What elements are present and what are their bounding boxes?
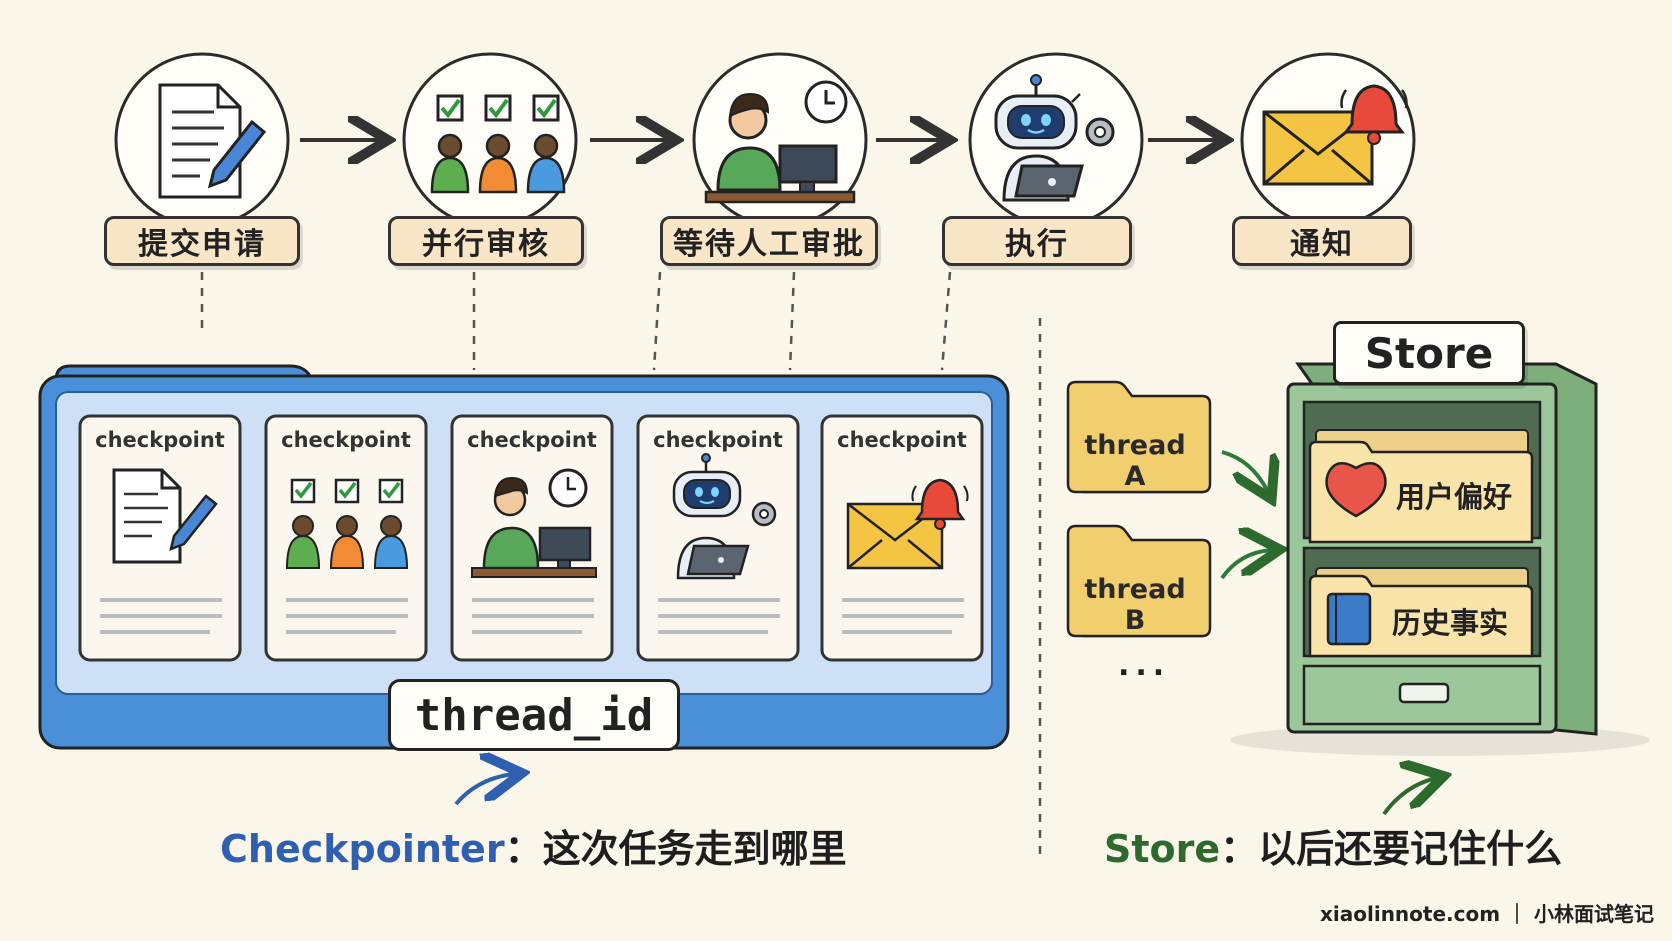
- step-circle-submit: [114, 52, 290, 228]
- person-computer-clock-icon: [704, 80, 856, 204]
- step-circle-execute: [968, 52, 1144, 228]
- store-description: ：以后还要记住什么: [1220, 827, 1563, 871]
- robot-laptop-icon: [994, 74, 1115, 202]
- checkpoint-card-3: [450, 414, 614, 662]
- checkpoint-card-2: [264, 414, 428, 662]
- store-caption: Store：以后还要记住什么: [1104, 818, 1562, 873]
- thread-id-label: thread_id: [388, 679, 680, 751]
- thread-b-label: thread B: [1084, 574, 1186, 636]
- checkpoint-card-1: [78, 414, 242, 662]
- store-cabinet: [1230, 362, 1650, 756]
- arrow-thread-b-to-store: [1220, 550, 1272, 580]
- thread-a-label: thread A: [1084, 430, 1186, 492]
- store-drawer-facts-label: 历史事实: [1392, 606, 1509, 640]
- step-label-review: 并行审核: [388, 216, 584, 266]
- store-drawer-preferences-label: 用户偏好: [1396, 480, 1513, 514]
- checkpoint-label-3: checkpoint: [467, 428, 597, 452]
- checkpointer-description: ：这次任务走到哪里: [504, 827, 847, 871]
- step-circle-wait-approval: [692, 52, 868, 228]
- step-circle-notify: [1240, 52, 1416, 228]
- thread-folder-a: [1066, 380, 1212, 494]
- checkpoint-label-4: checkpoint: [653, 428, 783, 452]
- document-pen-icon: [158, 83, 267, 199]
- checkpointer-caption: Checkpointer：这次任务走到哪里: [220, 818, 847, 873]
- checkpoint-card-4: [636, 414, 800, 662]
- store-arrow: [1382, 778, 1436, 816]
- store-title: Store: [1333, 321, 1525, 385]
- step-label-execute: 执行: [942, 216, 1132, 266]
- footer-credit: xiaolinnote.com ｜ 小林面试笔记: [1319, 902, 1654, 926]
- step-label-notify: 通知: [1232, 216, 1412, 266]
- checkpoint-label-1: checkpoint: [95, 428, 225, 452]
- store-keyword: Store: [1104, 827, 1221, 871]
- arrow-thread-a-to-store: [1221, 450, 1268, 492]
- step-label-wait-approval: 等待人工审批: [660, 216, 878, 266]
- dashed-connectors: [200, 271, 1042, 860]
- checkpoint-label-2: checkpoint: [281, 428, 411, 452]
- checkpointer-keyword: Checkpointer: [220, 827, 505, 871]
- threads-more-ellipsis: ...: [1118, 648, 1171, 683]
- thread-folder-b: [1066, 524, 1212, 638]
- checkpoint-card-5: [820, 414, 984, 662]
- envelope-bell-icon: [1262, 84, 1408, 186]
- checkbox-team-icon: [430, 94, 566, 194]
- checkpointer-arrow: [454, 774, 514, 806]
- checkpoint-label-5: checkpoint: [837, 428, 967, 452]
- step-label-submit: 提交申请: [104, 216, 300, 266]
- step-circle-review: [402, 52, 578, 228]
